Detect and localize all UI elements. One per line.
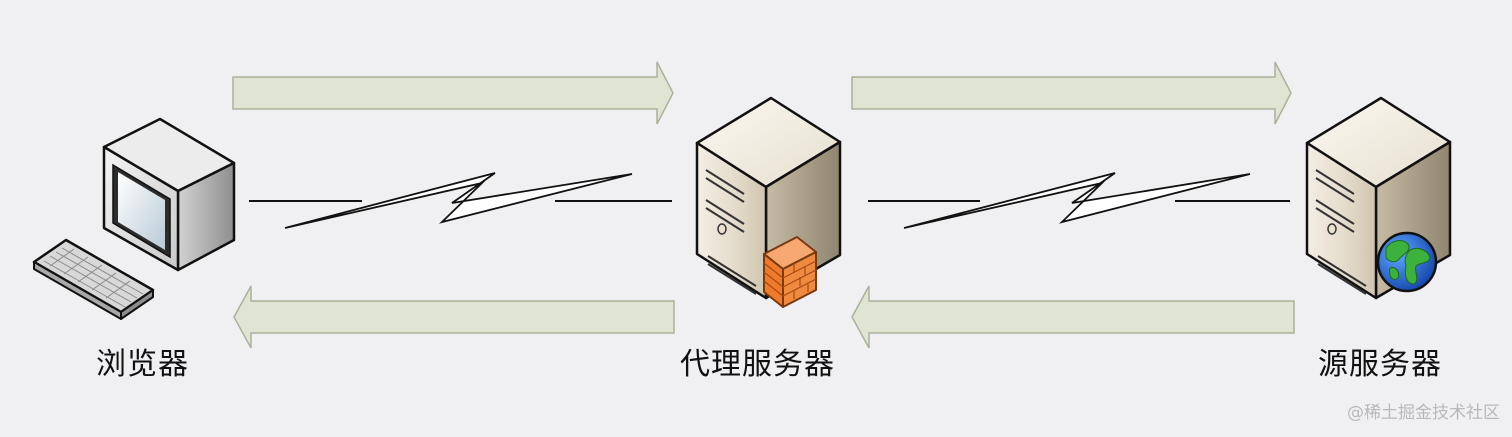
desktop-computer-icon [102, 117, 236, 272]
arrow-proxy-to-origin [851, 61, 1292, 125]
arrow-browser-to-proxy [232, 61, 674, 125]
keyboard-icon [32, 238, 155, 320]
arrow-proxy-to-browser [233, 285, 675, 349]
browser-label: 浏览器 [96, 347, 189, 382]
lightning-link-icon [249, 172, 672, 229]
firewall-icon [763, 236, 817, 308]
lightning-link-icon [868, 172, 1290, 229]
origin-server-label: 源服务器 [1318, 347, 1442, 382]
proxy-server-label: 代理服务器 [680, 347, 835, 382]
watermark: @稀土掘金技术社区 [1347, 403, 1500, 423]
arrow-origin-to-proxy [851, 285, 1295, 349]
globe-icon [1376, 231, 1438, 293]
